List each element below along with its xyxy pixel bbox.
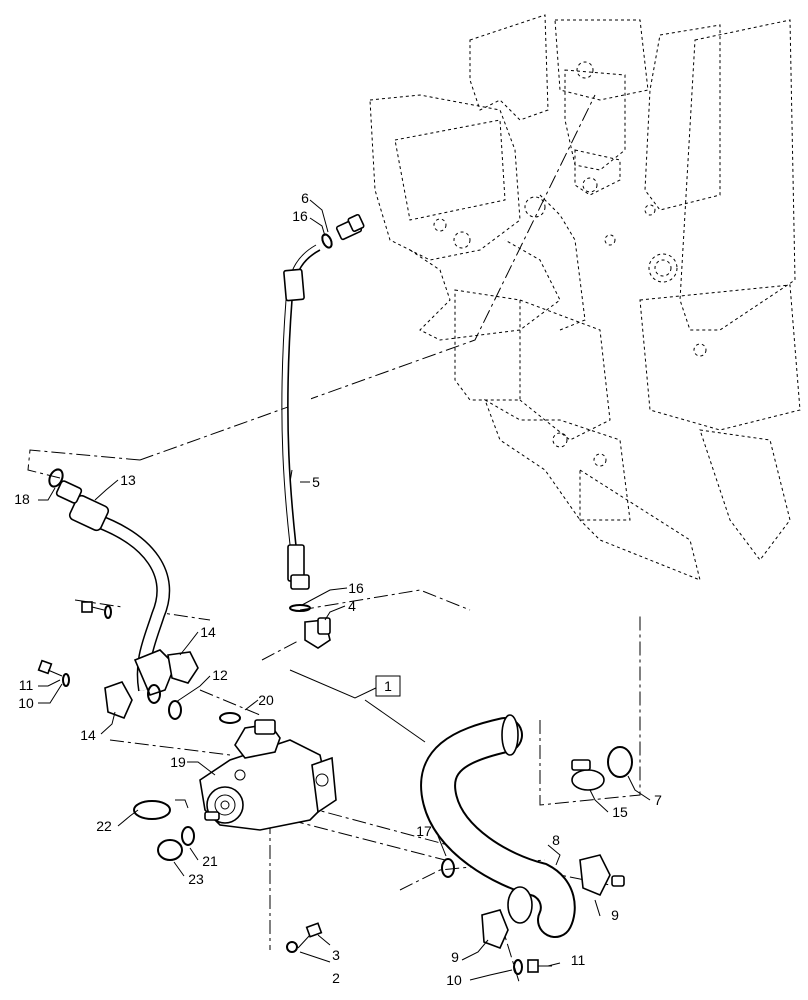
callout-20: 20 xyxy=(258,692,274,708)
o-ring-16-lower[interactable] xyxy=(289,604,311,612)
callout-5: 5 xyxy=(312,474,320,490)
callout-8: 8 xyxy=(552,832,560,848)
suction-tube-8[interactable] xyxy=(420,714,576,938)
washer-2[interactable] xyxy=(286,941,298,953)
callout-18: 18 xyxy=(14,491,30,507)
callout-6: 6 xyxy=(301,190,309,206)
o-ring-17[interactable] xyxy=(441,858,455,878)
clamp-14-lower[interactable] xyxy=(104,681,133,720)
callout-3: 3 xyxy=(332,947,340,963)
fitting-6[interactable] xyxy=(335,213,365,241)
callout-10-left: 10 xyxy=(18,695,34,711)
bolt-3[interactable] xyxy=(297,922,323,949)
callout-9-left: 9 xyxy=(451,949,459,965)
callout-17: 17 xyxy=(416,823,432,839)
clamp-14-upper[interactable] xyxy=(167,651,199,684)
hose-clamp-15[interactable] xyxy=(571,759,605,791)
o-ring-12[interactable] xyxy=(168,700,182,720)
washer-10-left[interactable] xyxy=(62,673,70,687)
callout-23: 23 xyxy=(188,871,204,887)
callout-21: 21 xyxy=(202,853,218,869)
o-ring-23[interactable] xyxy=(157,839,183,861)
callout-10-right: 10 xyxy=(446,972,462,988)
callout-9-right: 9 xyxy=(611,907,619,923)
callout-1: 1 xyxy=(384,678,392,694)
callout-14-lower: 14 xyxy=(80,727,96,743)
machine-frame-ghost xyxy=(369,14,801,581)
washer-10-right[interactable] xyxy=(513,959,523,975)
callout-11-left: 11 xyxy=(19,677,34,693)
clamp-9-right[interactable] xyxy=(579,854,625,897)
callout-labels: 1 2 3 4 5 6 7 8 9 9 10 10 11 11 12 13 14… xyxy=(14,190,662,988)
callout-11-right: 11 xyxy=(571,952,586,968)
callout-13: 13 xyxy=(120,472,136,488)
leader-lines xyxy=(38,199,651,981)
callout-4: 4 xyxy=(348,598,356,614)
callout-14-upper: 14 xyxy=(200,624,216,640)
reference-box-1 xyxy=(375,675,401,697)
hydraulic-pump-19[interactable] xyxy=(199,719,337,831)
callout-12: 12 xyxy=(212,667,228,683)
clamp-9-left[interactable] xyxy=(481,909,509,950)
callout-16-lower: 16 xyxy=(348,580,364,596)
bolt-11-left[interactable] xyxy=(37,659,63,677)
callout-15: 15 xyxy=(612,804,628,820)
bolt-upper-left[interactable] xyxy=(81,601,112,619)
o-ring-12a[interactable] xyxy=(147,684,161,704)
callout-22: 22 xyxy=(96,818,112,834)
callout-16-upper: 16 xyxy=(292,208,308,224)
hose-5[interactable] xyxy=(281,244,321,590)
elbow-fitting-4[interactable] xyxy=(304,617,331,649)
callout-2: 2 xyxy=(332,970,340,986)
reference-lines xyxy=(27,94,641,986)
hose-13[interactable] xyxy=(47,467,176,696)
o-ring-21[interactable] xyxy=(181,826,195,846)
o-ring-16-upper[interactable] xyxy=(320,233,333,249)
o-ring-7[interactable] xyxy=(607,746,633,778)
o-ring-20[interactable] xyxy=(219,712,241,724)
callout-7: 7 xyxy=(654,792,662,808)
callout-19: 19 xyxy=(170,754,186,770)
o-ring-22[interactable] xyxy=(133,800,171,820)
